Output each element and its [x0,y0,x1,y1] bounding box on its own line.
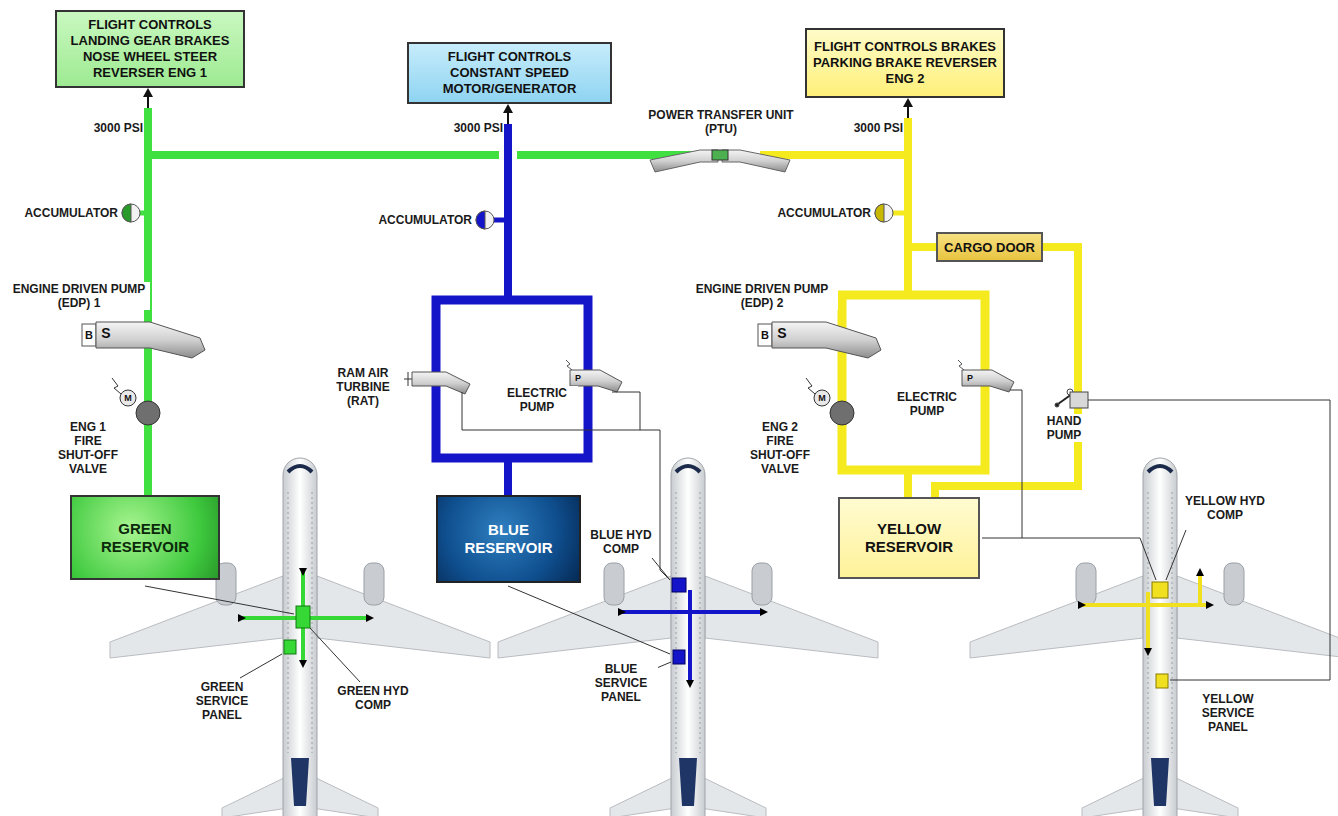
green-reservoir: GREEN RESERVOIR [70,495,220,580]
component-label: BLUE HYD COMP [584,528,658,556]
component-label: ENGINE DRIVEN PUMP (EDP) 2 [686,282,838,310]
component-label: ACCUMULATOR [12,206,119,220]
green-system-consumers: FLIGHT CONTROLS LANDING GEAR BRAKES NOSE… [55,10,245,88]
blue-reservoir: BLUE RESERVOIR [436,495,581,583]
node-text: GREEN RESERVOIR [96,520,194,556]
component-label: ENG 2 FIRE SHUT-OFF VALVE [746,420,814,476]
symbol-letter: M [817,392,827,404]
cargo-door-box: CARGO DOOR [936,232,1043,262]
component-label: 3000 PSI [826,121,904,135]
symbol-letter: P [573,372,583,384]
component-label: ELECTRIC PUMP [886,390,968,418]
leader-line [145,390,1330,682]
accumulator-symbol [122,204,908,229]
symbol-letter: S [775,327,789,339]
component-label: ACCUMULATOR [765,206,872,220]
symbol-letter: B [760,329,770,341]
component-label: POWER TRANSFER UNIT (PTU) [645,108,797,136]
blue-system-consumers: FLIGHT CONTROLS CONSTANT SPEED MOTOR/GEN… [407,42,612,104]
component-label: 3000 PSI [66,121,144,135]
component-label: ENGINE DRIVEN PUMP (EDP) 1 [8,282,150,310]
green-distribution [242,572,370,664]
component-label: GREEN HYD COMP [336,684,410,712]
node-text: YELLOW RESERVOIR [862,520,956,556]
symbol-letter: S [99,327,113,339]
engine-driven-pump [82,322,881,358]
cargo-door-supply [908,243,936,251]
yellow-reservoir: YELLOW RESERVOIR [838,497,980,579]
electric-pump [566,360,1014,392]
node-text: FLIGHT CONTROLS LANDING GEAR BRAKES NOSE… [63,17,237,81]
hydraulic-pipe [935,247,1078,497]
yellow-system-consumers: FLIGHT CONTROLS BRAKES PARKING BRAKE REV… [805,28,1005,98]
node-text: FLIGHT CONTROLS CONSTANT SPEED MOTOR/GEN… [415,49,604,97]
yellow-distribution [1082,572,1210,688]
aircraft-top-view [110,458,1338,816]
symbol-letter: M [123,392,133,404]
component-label: YELLOW SERVICE PANEL [1184,692,1272,734]
component-label: ELECTRIC PUMP [496,386,578,414]
component-label: BLUE SERVICE PANEL [584,662,658,704]
symbol-letter: P [965,372,975,384]
component-label: YELLOW HYD COMP [1184,494,1266,522]
component-label: ENG 1 FIRE SHUT-OFF VALVE [54,420,122,476]
node-text: BLUE RESERVOIR [462,521,555,557]
ram-air-turbine [404,372,470,394]
component-label: GREEN SERVICE PANEL [186,680,258,722]
node-text: FLIGHT CONTROLS BRAKES PARKING BRAKE REV… [813,39,997,87]
component-label: ACCUMULATOR [366,213,473,227]
crossfeed-line [144,150,912,172]
component-label: RAM AIR TURBINE (RAT) [322,366,404,408]
symbol-letter: B [84,329,94,341]
hand-pump [1055,389,1088,408]
component-label: HAND PUMP [1040,414,1088,442]
node-text: CARGO DOOR [944,240,1035,255]
component-label: 3000 PSI [426,121,504,135]
fire-shutoff-valve [112,378,854,425]
